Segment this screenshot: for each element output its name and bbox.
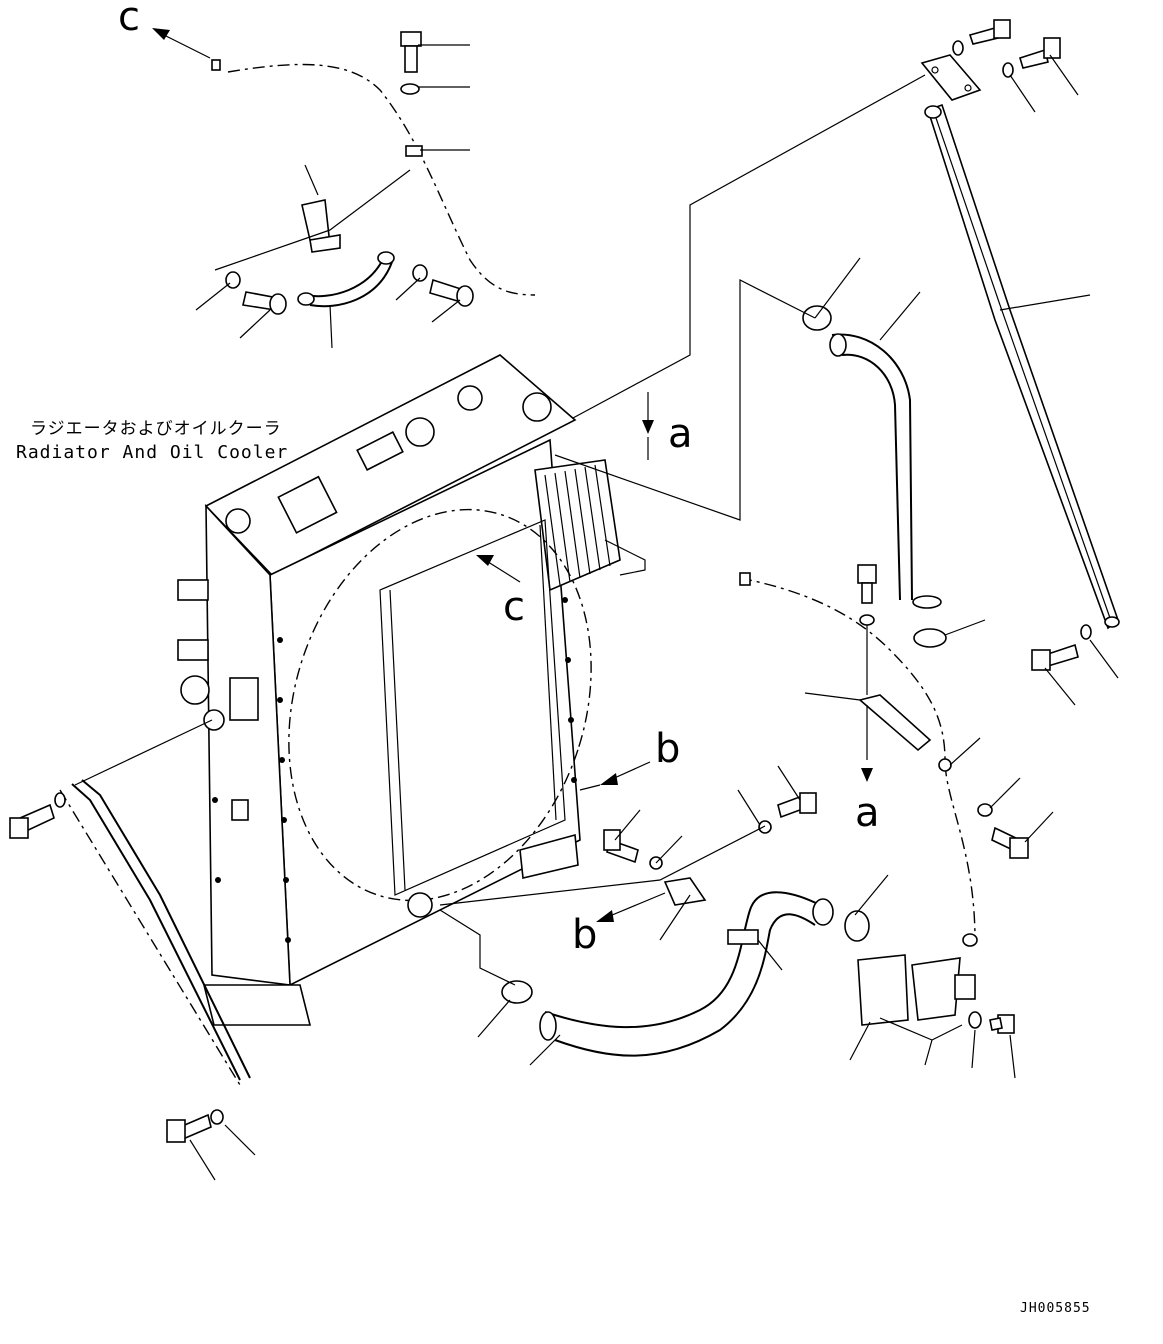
ref-letter-b-mid: b: [655, 726, 680, 772]
overflow-pipe-assembly: [211, 31, 536, 315]
stay-rod-right: [920, 19, 1120, 671]
ref-letter-a-lower: a: [855, 790, 880, 836]
oil-cooler: [534, 459, 621, 592]
drawing-code: JH005855: [1020, 1301, 1091, 1316]
right-tube: [739, 564, 1029, 947]
caption: ラジエータおよびオイルクーラ Radiator And Oil Cooler: [16, 419, 288, 463]
stay-rod-left: [9, 779, 251, 1143]
radiator-assembly: [177, 354, 621, 1026]
ref-letter-c-top: c: [118, 0, 140, 40]
ref-letter-c-mid: c: [503, 584, 525, 630]
leader-lines: [74, 44, 1119, 1181]
reference-arrows: c a c b a b: [118, 0, 880, 958]
ref-letter-a-upper: a: [668, 411, 693, 457]
ref-letter-b-lower: b: [572, 912, 597, 958]
caption-japanese: ラジエータおよびオイルクーラ: [30, 419, 282, 439]
upper-hose: [802, 305, 947, 648]
caption-english: Radiator And Oil Cooler: [16, 442, 288, 463]
outlet-elbow: [857, 954, 1015, 1034]
lower-hose: [501, 792, 870, 1057]
